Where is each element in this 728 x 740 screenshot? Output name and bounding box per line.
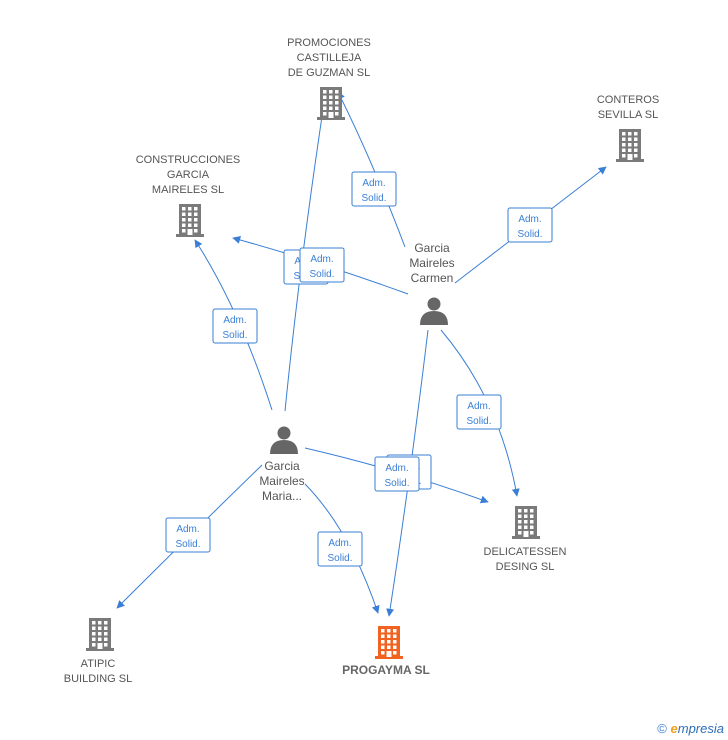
badge-box xyxy=(165,517,211,553)
badge-text: Solid. xyxy=(327,553,352,564)
badge-carmen-conteros[interactable]: Adm. Solid. xyxy=(507,207,553,243)
building-icon[interactable] xyxy=(86,618,114,651)
badge-maria-atipic[interactable]: Adm. Solid. xyxy=(165,517,211,553)
badge-maria-progayma[interactable]: Adm. Solid. xyxy=(317,531,363,567)
badge-box xyxy=(212,308,258,344)
badge-text: Adm. xyxy=(223,315,246,326)
building-icon[interactable] xyxy=(317,87,345,120)
badge-text: Adm. xyxy=(362,178,385,189)
badge-text: Solid. xyxy=(361,193,386,204)
badge-carmen-delicatessen[interactable]: Adm. Solid. xyxy=(456,394,502,430)
badge-box xyxy=(351,171,397,207)
badge-text: Solid. xyxy=(466,416,491,427)
person-icon[interactable] xyxy=(270,426,298,455)
badge-box xyxy=(507,207,553,243)
badge-box xyxy=(374,456,420,492)
badge-text: Solid. xyxy=(384,478,409,489)
badge-text: Adm. xyxy=(328,538,351,549)
badge-text: Solid. xyxy=(222,330,247,341)
copyright-symbol: © xyxy=(657,721,667,736)
edge-carmen-promociones xyxy=(337,91,406,248)
building-icon[interactable] xyxy=(512,506,540,539)
badge-text: Adm. xyxy=(467,401,490,412)
badge-maria-delicatessen[interactable]: Adm. Solid. xyxy=(374,456,420,492)
footer-brand[interactable]: © empresia xyxy=(657,721,724,736)
badge-box xyxy=(299,247,345,283)
person-icon[interactable] xyxy=(420,297,448,326)
badge-text: Solid. xyxy=(309,269,334,280)
brand-name: mpresia xyxy=(677,721,724,736)
badge-text: Adm. xyxy=(176,524,199,535)
building-icon[interactable] xyxy=(616,129,644,162)
badge-text: Solid. xyxy=(517,229,542,240)
company-node-progayma[interactable]: PROGAYMA SL xyxy=(342,626,430,677)
badge-text: Adm. xyxy=(310,254,333,265)
badges-layer: Adm. Solid. Adm. Solid. Adm. Solid. Adm. Solid.… xyxy=(165,171,553,567)
company-label-progayma: PROGAYMA SL xyxy=(342,663,430,677)
building-icon[interactable] xyxy=(375,626,403,659)
badge-text: Adm. xyxy=(518,214,541,225)
brand-logo-initial: e xyxy=(670,721,678,736)
badge-text: Adm. xyxy=(385,463,408,474)
badge-text: Solid. xyxy=(175,539,200,550)
building-icon[interactable] xyxy=(176,204,204,237)
badge-carmen-promociones[interactable]: Adm. Solid. xyxy=(351,171,397,207)
badge-maria-promociones[interactable]: Adm. Solid. xyxy=(299,247,345,283)
badge-box xyxy=(317,531,363,567)
badge-maria-construcciones[interactable]: Adm. Solid. xyxy=(212,308,258,344)
badge-box xyxy=(456,394,502,430)
